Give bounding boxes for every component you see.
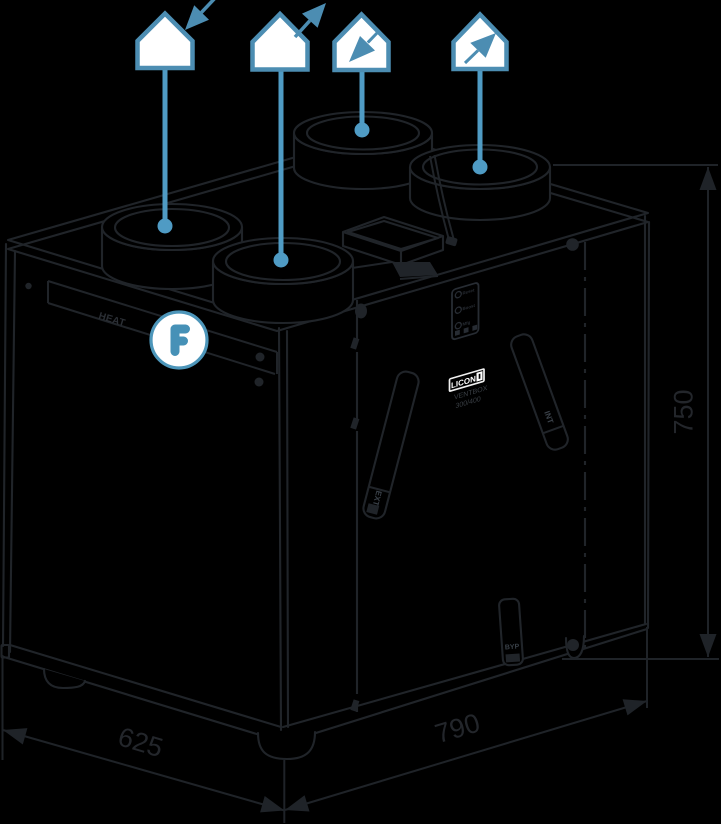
svg-text:Reset: Reset xyxy=(463,287,475,296)
svg-text:BYP: BYP xyxy=(505,643,520,651)
svg-text:Mfg: Mfg xyxy=(463,320,471,327)
svg-text:INT: INT xyxy=(542,410,555,425)
svg-text:EXT: EXT xyxy=(371,490,384,507)
svg-text:750: 750 xyxy=(669,389,699,434)
svg-text:Boost: Boost xyxy=(463,303,476,312)
